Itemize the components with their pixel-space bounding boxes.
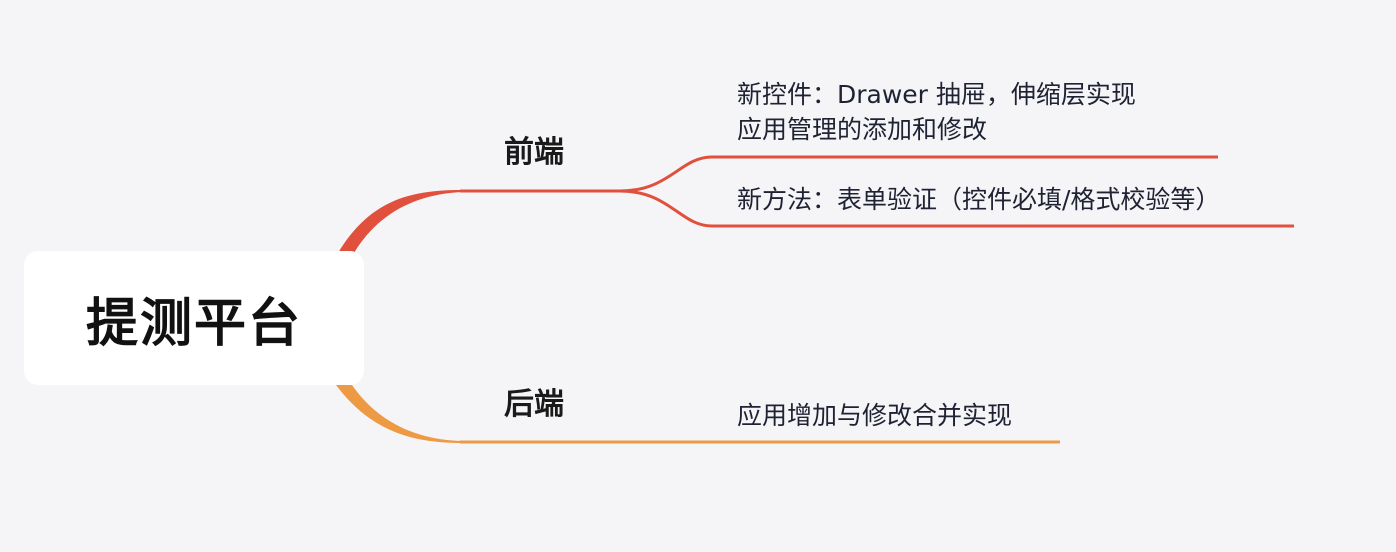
root-node-label: 提测平台 bbox=[85, 293, 302, 354]
branch-frontend[interactable]: 前端 bbox=[504, 135, 564, 170]
connector-frontend-leaf-1 bbox=[619, 155, 1218, 193]
connector-root-backend bbox=[336, 385, 462, 443]
leaf-backend-merge[interactable]: 应用增加与修改合并实现 bbox=[737, 398, 1012, 433]
connector-root-frontend bbox=[338, 190, 462, 253]
leaf-line: 应用管理的添加和修改 bbox=[737, 115, 988, 144]
leaf-frontend-new-control[interactable]: 新控件：Drawer 抽屉，伸缩层实现 应用管理的添加和修改 bbox=[737, 77, 1136, 147]
leaf-frontend-new-method[interactable]: 新方法：表单验证（控件必填/格式校验等） bbox=[737, 182, 1220, 217]
branch-backend[interactable]: 后端 bbox=[504, 387, 564, 422]
leaf-line: 新控件：Drawer 抽屉，伸缩层实现 bbox=[737, 80, 1136, 109]
leaf-line: 新方法：表单验证（控件必填/格式校验等） bbox=[737, 185, 1221, 214]
connector-frontend-leaf-2 bbox=[619, 189, 1294, 228]
leaf-line: 应用增加与修改合并实现 bbox=[737, 401, 1013, 430]
root-node[interactable]: 提测平台 bbox=[24, 251, 364, 385]
